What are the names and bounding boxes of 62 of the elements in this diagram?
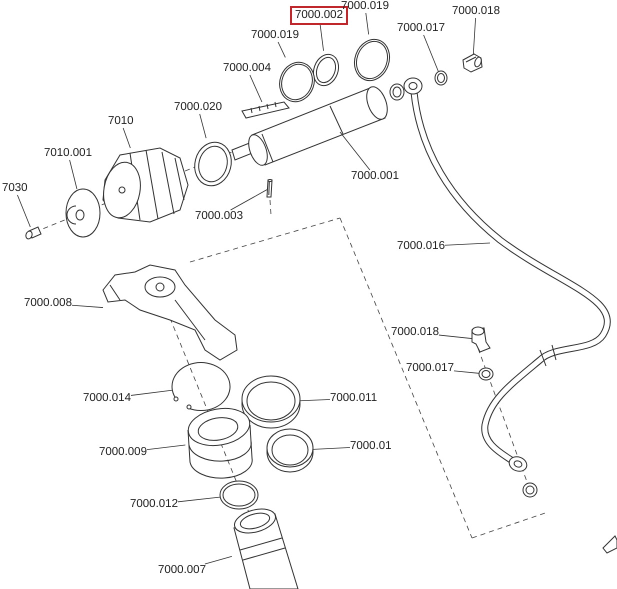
o-ring-drawing [279, 62, 315, 102]
part-number: 7010.001 [44, 147, 92, 160]
screw-drawing [25, 226, 42, 240]
leader-line [130, 390, 172, 396]
leader-line [146, 444, 186, 450]
leader-line [320, 24, 324, 52]
part-number: 7000.017 [406, 362, 454, 375]
cylinder-drawing [231, 86, 388, 166]
leader-line [444, 242, 490, 246]
part-number: 7000.01 [350, 440, 392, 453]
part-number: 7000.014 [83, 392, 131, 405]
leader-line [178, 496, 220, 502]
leader-line [17, 194, 31, 228]
seal-ring-drawing [242, 376, 300, 428]
piston-drawing [188, 408, 253, 479]
pin-drawing [266, 179, 273, 198]
cap-drawing [102, 147, 189, 223]
part-number: 7010 [108, 115, 134, 128]
leader-line [438, 334, 472, 339]
part-number: 7000.020 [174, 101, 222, 114]
washer-drawing [434, 70, 448, 86]
part-number: 7000.003 [195, 210, 243, 223]
leader-line [312, 447, 350, 450]
scale-label-drawing [241, 101, 290, 119]
part-number: 7000.016 [397, 240, 445, 253]
circlip-drawing [172, 362, 231, 412]
leader-line [72, 304, 104, 308]
leader-line [199, 114, 207, 138]
fitting-drawing [472, 326, 491, 353]
highlighted-part-number: 7000.002 [290, 6, 348, 25]
leader-line [69, 160, 78, 190]
disc-drawing [66, 188, 100, 238]
leader-line [423, 34, 439, 72]
part-number: 7000.007 [158, 564, 206, 577]
o-ring-drawing [354, 38, 390, 82]
o-ring-drawing [313, 54, 339, 86]
fitting-drawing [462, 53, 483, 73]
part-number: 7030 [2, 182, 28, 195]
leader-line [300, 399, 330, 402]
o-ring-drawing [220, 480, 258, 510]
seal-ring-drawing [266, 428, 314, 472]
part-number: 7000.019 [251, 29, 299, 42]
leader-line [454, 370, 480, 374]
leader-line [472, 18, 476, 54]
leader-line [204, 556, 232, 564]
part-number: 7000.009 [99, 446, 147, 459]
part-number: 7000.001 [351, 170, 399, 183]
housing-drawing [102, 264, 238, 361]
part-number: 7000.018 [452, 5, 500, 18]
part-number: 7000.017 [397, 22, 445, 35]
leader-line [365, 12, 370, 35]
part-number: 7000.004 [223, 62, 271, 75]
leader-line [249, 74, 262, 102]
part-number: 7000.012 [130, 498, 178, 511]
part-number: 7000.011 [330, 392, 378, 405]
leader-line [278, 42, 286, 58]
part-number: 7000.018 [391, 326, 439, 339]
leader-line [122, 128, 131, 148]
leader-line [340, 132, 370, 170]
leader-line [230, 189, 268, 210]
tube-drawing [233, 508, 299, 589]
part-number: 7000.008 [24, 297, 72, 310]
